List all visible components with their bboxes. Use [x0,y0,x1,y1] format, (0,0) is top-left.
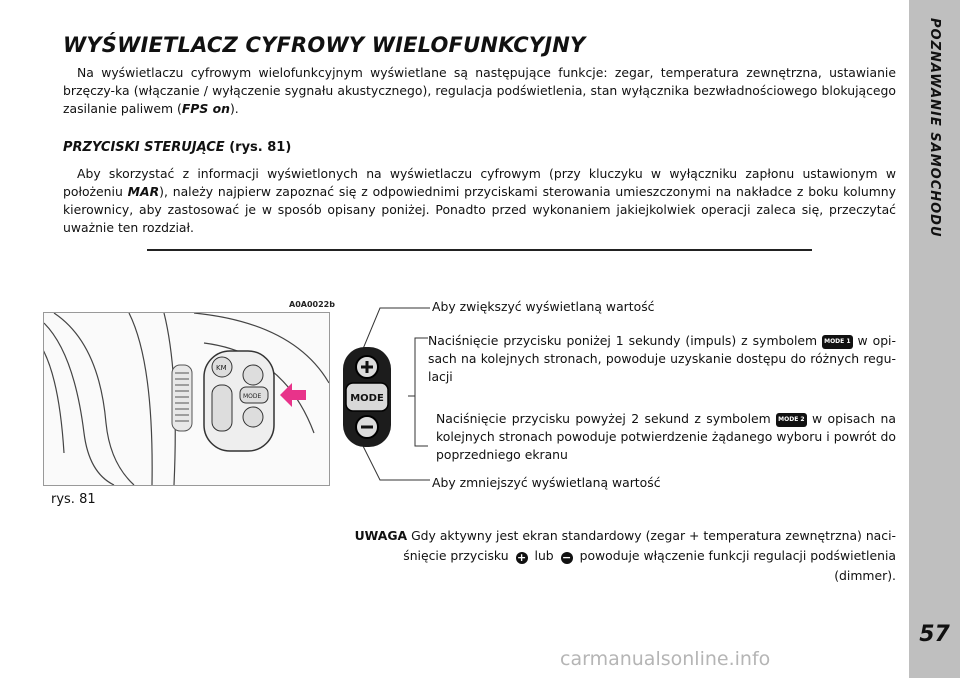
increase-label: Aby zwiększyć wyświetlaną wartość [432,299,655,314]
steering-column-drawing: KM MODE [44,313,329,485]
subsection-heading: PRZYCISKI STERUJĄCE (rys. 81) [63,140,292,155]
pointer-arrow-icon [280,383,306,407]
page-number: 57 [919,622,950,647]
mode-control-unit: MODE [340,345,394,449]
page-heading: WYŚWIETLACZ CYFROWY WIELOFUNKCYJNY [63,33,586,57]
mode1-icon: MODE 1 [822,334,853,349]
section-title: POZNAWANIE SAMOCHODU [927,18,942,238]
figure-code: A0A0022b [289,300,335,309]
long-press-label: Naciśnięcie przycisku powyżej 2 sekund z… [436,411,896,462]
watermark: carmanualsonline.info [560,648,771,670]
short-press-label: Naciśnięcie przycisku poniżej 1 sekundy … [428,333,896,384]
mode-label: MODE [350,393,384,404]
mar-text: MAR [127,184,160,199]
mode-button-label: MODE [243,393,262,400]
body-paragraph: Aby skorzystać z informacji wyświetlonyc… [63,166,896,235]
mode2-icon: MODE 2 [776,412,807,427]
km-button-label: KM [216,364,227,372]
note-paragraph: UWAGA Gdy aktywny jest ekran standardowy… [354,528,896,583]
intro-paragraph: Na wyświetlaczu cyfrowym wielofunkcyjnym… [63,65,896,116]
plus-icon: + [515,551,528,564]
divider [147,249,812,251]
steering-column-illustration: KM MODE [43,312,330,486]
mode-button[interactable] [345,382,389,412]
minus-icon: − [560,551,573,564]
note-keyword: UWAGA [354,528,408,543]
sidebar: POZNAWANIE SAMOCHODU 57 [909,0,960,678]
figure-caption: rys. 81 [51,492,96,507]
decrease-label: Aby zmniejszyć wyświetlaną wartość [432,475,661,490]
fps-on-text: FPS on [181,101,230,116]
leader-lines [360,307,430,481]
